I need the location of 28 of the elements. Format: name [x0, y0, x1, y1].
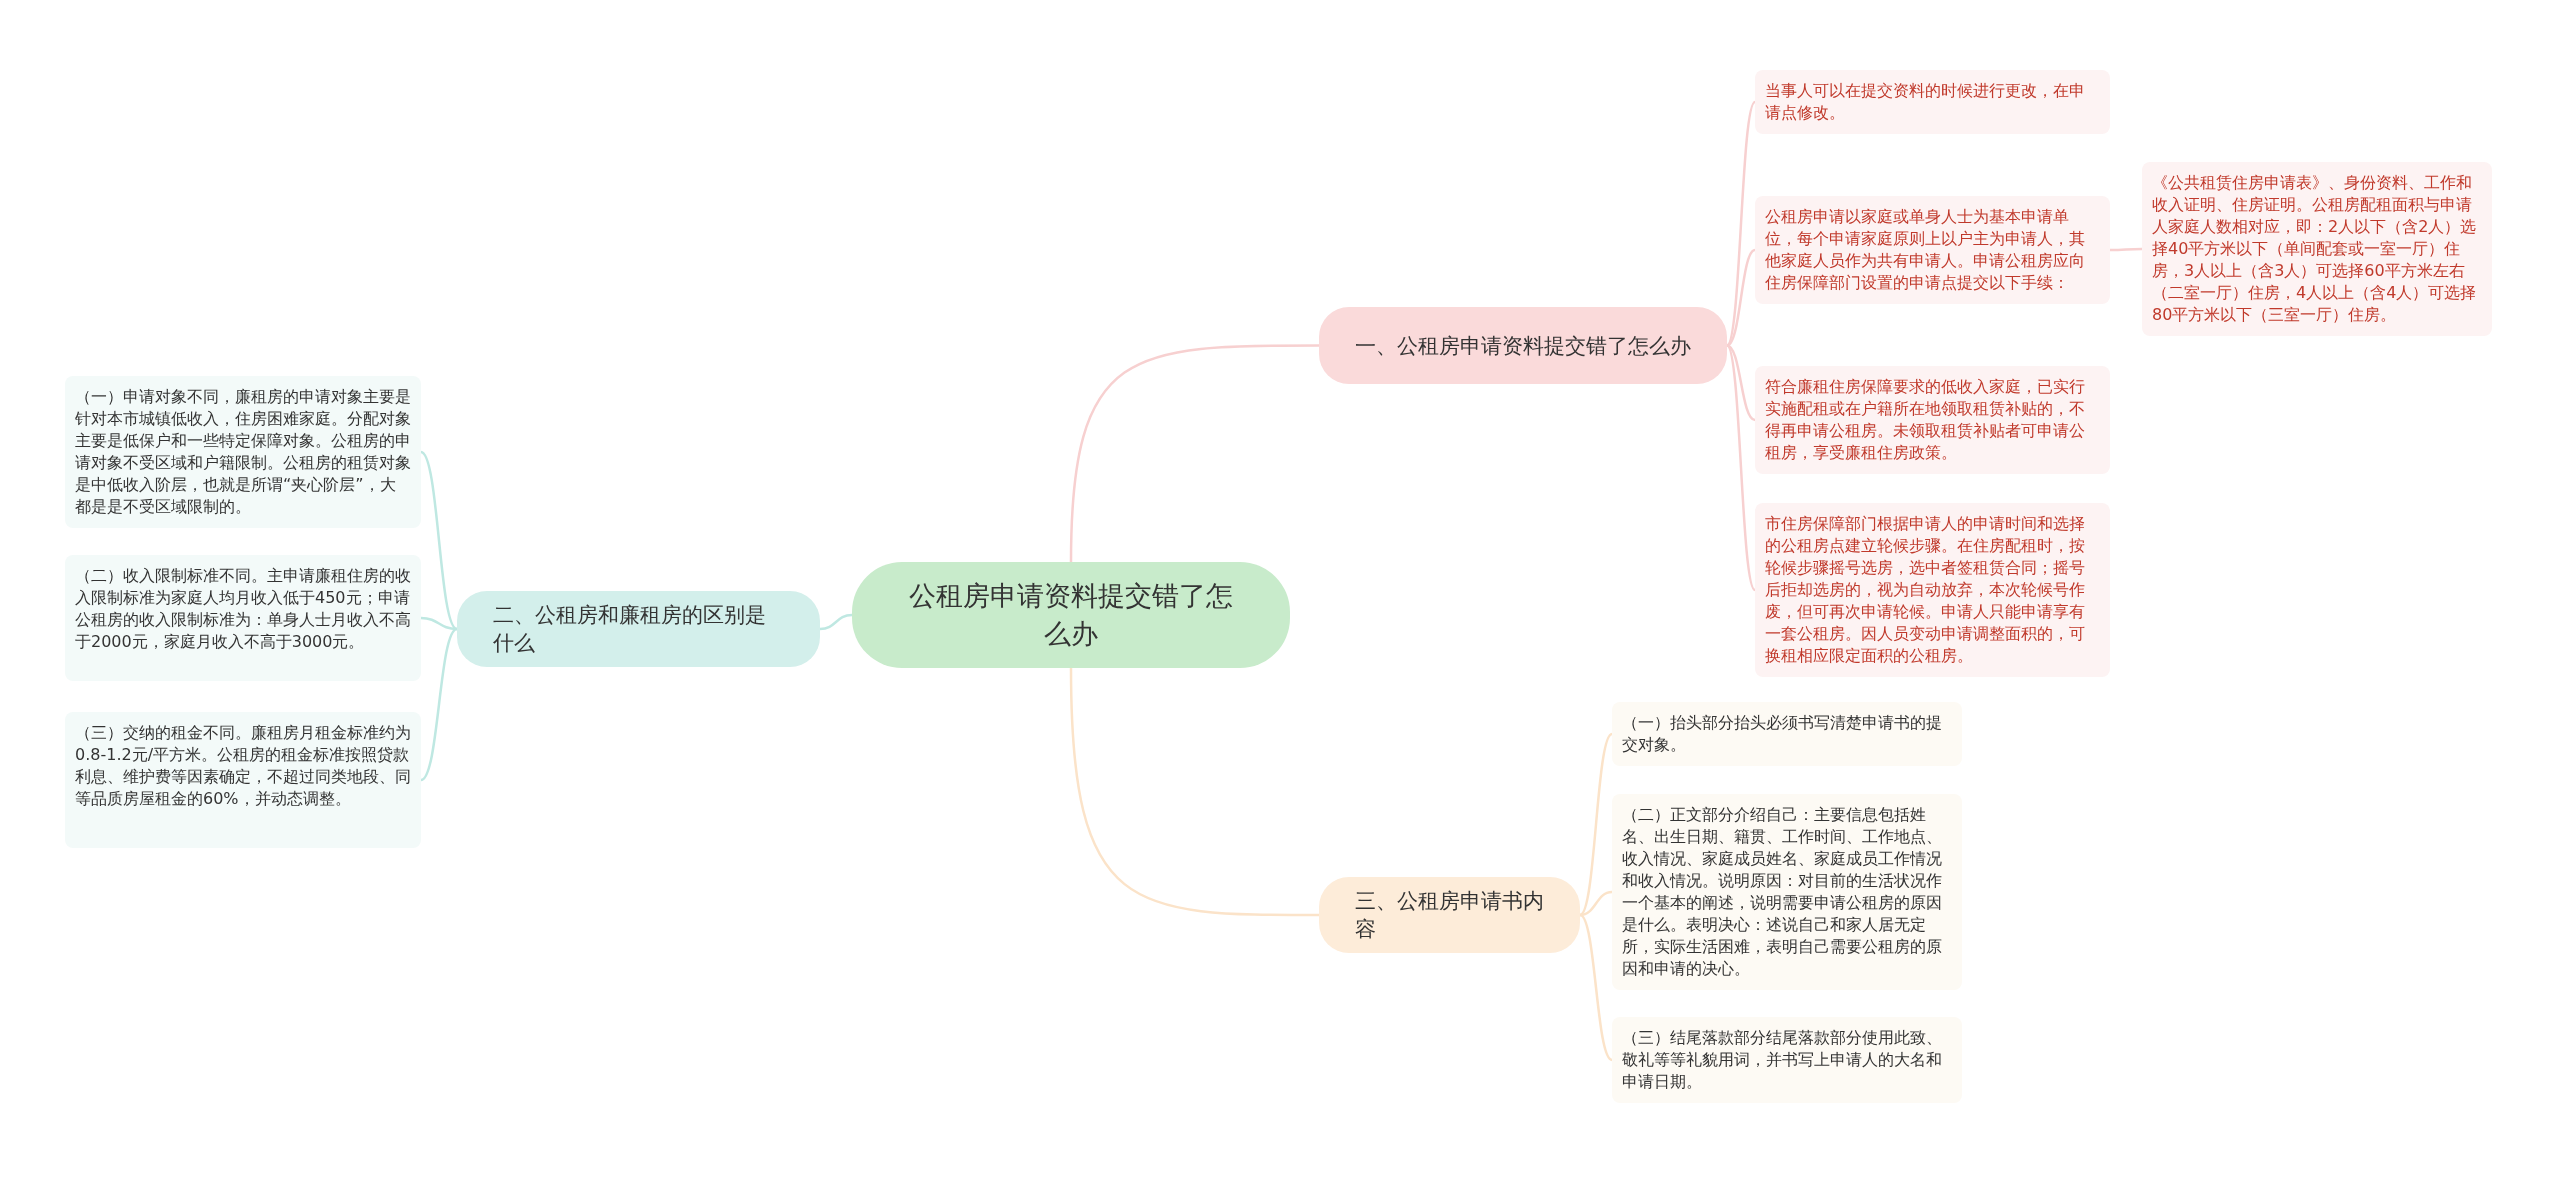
note-card: 公租房申请以家庭或单身人士为基本申请单位，每个申请家庭原则上以户主为申请人，其他家庭人员作为共有申请人。申请公租房应向住房保障部门设置的申请点提交以下手续：: [1755, 196, 2110, 304]
note-card: （三）交纳的租金不同。廉租房月租金标准约为0.8-1.2元/平方米。公租房的租金标准按照贷款利息、维护费等因素确定，不超过同类地段、同等品质房屋租金的60%，并动态调整。: [65, 712, 421, 848]
connector: [420, 616, 458, 631]
note-card: （二）收入限制标准不同。主申请廉租住房的收入限制标准为家庭人均月收入低于450元；申请公租房的收入限制标准为：单身人士月收入不高于2000元，家庭月收入不高于3000元。: [65, 555, 421, 681]
note-card: （一）申请对象不同，廉租房的申请对象主要是针对本市城镇低收入，住房困难家庭。分配对象主要是低保户和一些特定保障对象。公租房的申请对象不受区域和户籍限制。公租房的租赁对象是中低收入阶层，也就是所谓“夹心阶层”，大都是是不受区域限制的。: [65, 376, 421, 528]
connector: [1725, 344, 1757, 591]
connector: [1726, 344, 1756, 422]
connector: [2110, 247, 2142, 252]
connector: [1726, 248, 1756, 347]
note-card: 当事人可以在提交资料的时候进行更改，在申请点修改。: [1755, 70, 2110, 134]
note-card: 《公共租赁住房申请表》、身份资料、工作和收入证明、住房证明。公租房配租面积与申请人家庭人数相对应，即：2人以下（含2人）选择40平方米以下（单间配套或一室一厅）住房，3人以上（含3人）可选择60平方米左右（二室一厅）住房，4人以上（含4人）可选择80平方米以下（三室一厅）住房。: [2142, 162, 2492, 336]
connector: [420, 451, 458, 630]
connector: [1579, 733, 1613, 916]
connector: [1069, 667, 1319, 917]
note-card: （三）结尾落款部分结尾落款部分使用此致、敬礼等等礼貌用词，并书写上申请人的大名和申请日期。: [1612, 1017, 1962, 1103]
note-card: 符合廉租住房保障要求的低收入家庭，已实行实施配租或在户籍所在地领取租赁补贴的，不得再申请公租房。未领取租赁补贴者可申请公租房，享受廉租住房政策。: [1755, 366, 2110, 474]
topic-pill: 一、公租房申请资料提交错了怎么办: [1319, 307, 1727, 384]
topic-pill: 三、公租房申请书内容: [1319, 877, 1580, 953]
connector: [1725, 101, 1757, 347]
note-card: 市住房保障部门根据申请人的申请时间和选择的公租房点建立轮候步骤。在住房配租时，按轮候步骤摇号选房，选中者签租赁合同；摇号后拒却选房的，视为自动放弃，本次轮候号作废，但可再次申请轮候。申请人只能申请享有一套公租房。因人员变动申请调整面积的，可换租相应限定面积的公租房。: [1755, 503, 2110, 677]
topic-pill: 二、公租房和廉租房的区别是什么: [457, 591, 820, 667]
connector: [819, 613, 853, 631]
note-card: （一）抬头部分抬头必须书写清楚申请书的提交对象。: [1612, 702, 1962, 766]
central-topic: 公租房申请资料提交错了怎么办: [852, 562, 1290, 668]
note-card: （二）正文部分介绍自己：主要信息包括姓名、出生日期、籍贯、工作时间、工作地点、收入情况、家庭成员姓名、家庭成员工作情况和收入情况。说明原因：对目前的生活状况作一个基本的阐述，说明需要申请公租房的原因是什么。表明决心：述说自己和家人居无定所，实际生活困难，表明自己需要公租房的原因和申请的决心。: [1612, 794, 1962, 990]
connector: [1579, 914, 1613, 1061]
connector: [1069, 344, 1319, 563]
connector: [420, 628, 458, 781]
